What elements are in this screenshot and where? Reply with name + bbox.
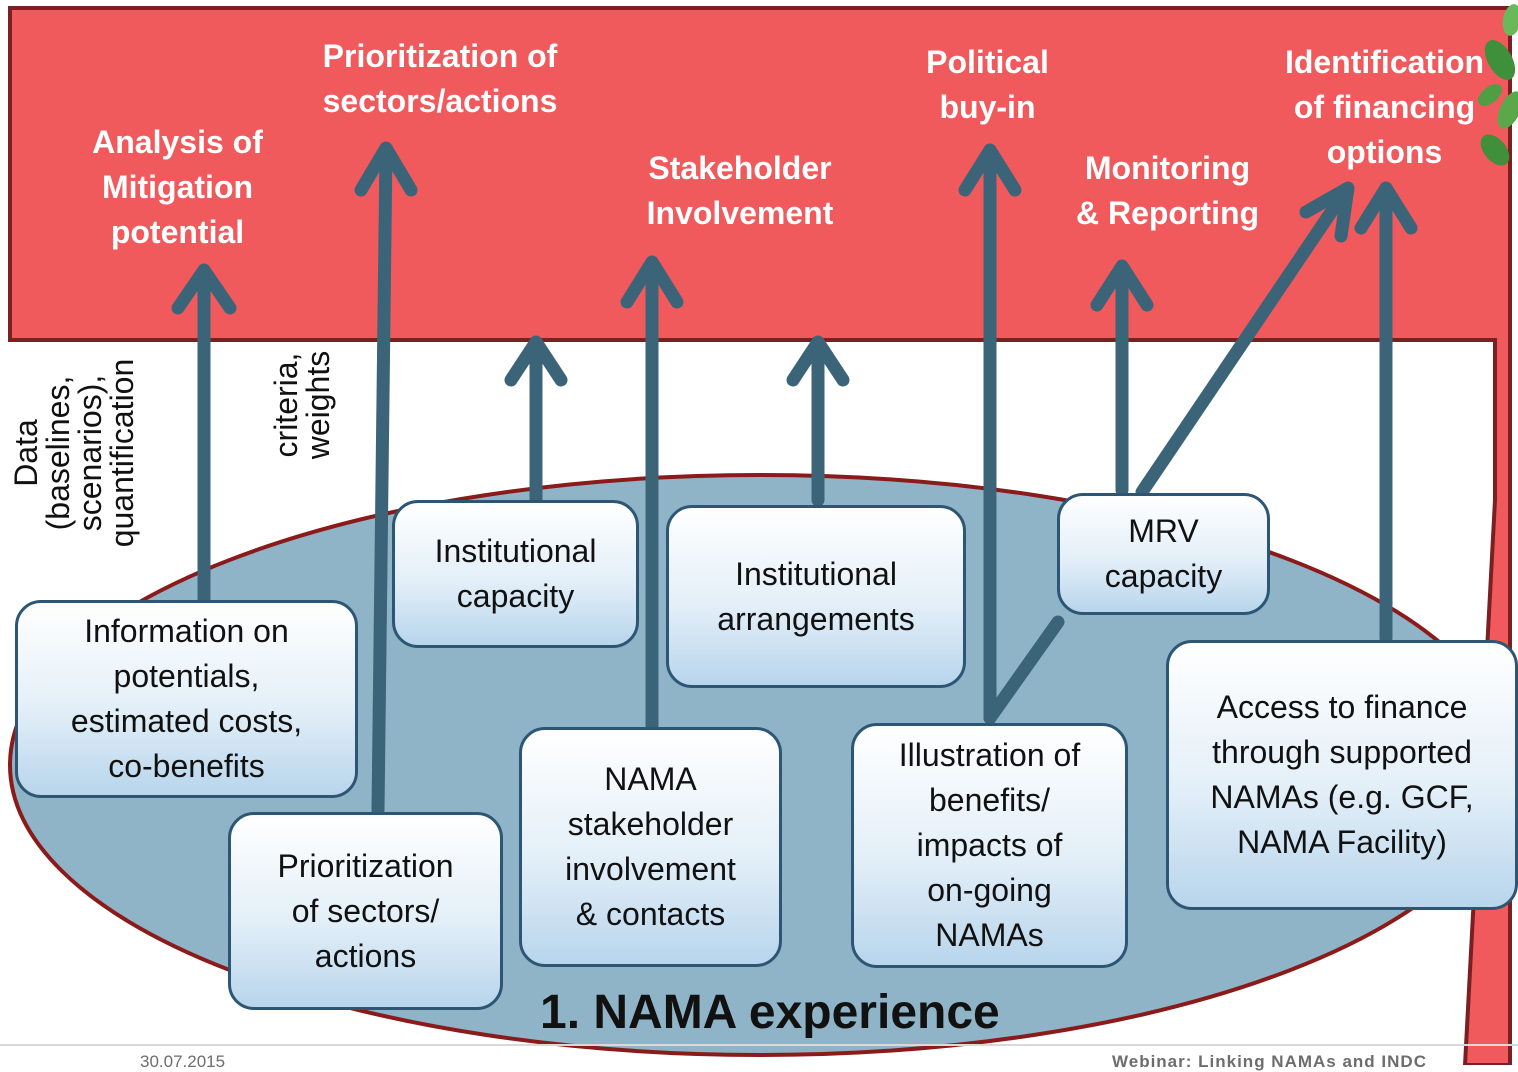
footer-date: 30.07.2015 <box>140 1052 226 1071</box>
arrow-mrv-to-financing <box>1135 181 1355 499</box>
outcome-political-buy-in: Political buy-in <box>926 44 1049 125</box>
box-institutional-arrangements: Institutional arrangements <box>666 505 966 688</box>
arrow-information-to-analysis <box>171 263 237 607</box>
arrow-prioritization-to-prioritization <box>354 141 418 817</box>
box-information-on-potentials: Information on potentials, estimated cos… <box>15 600 358 798</box>
arrow-illustration-to-mrv <box>983 615 1065 725</box>
box-illustration-of-benefits: Illustration of benefits/ impacts of on-… <box>851 723 1128 968</box>
arrow-access-to-financing <box>1354 181 1418 645</box>
outcome-analysis-of-mitigation-potential: Analysis of Mitigation potential <box>92 124 263 250</box>
box-access-to-finance: Access to finance through supported NAMA… <box>1166 640 1518 910</box>
side-label-criteria-weights: criteria, weights <box>268 350 336 460</box>
box-prioritization-of-sectors: Prioritization of sectors/ actions <box>228 812 503 1010</box>
outcome-stakeholder-involvement: Stakeholder Involvement <box>646 150 834 231</box>
arrow-mrv-to-monitoring <box>1090 259 1154 497</box>
arrow-arrangements-up <box>786 335 850 507</box>
nama-experience-title: 1. NAMA experience <box>540 986 1000 1039</box>
side-label-data: Data (baselines, scenarios), quantificat… <box>8 358 140 548</box>
outcome-monitoring-reporting: Monitoring & Reporting <box>1075 150 1260 231</box>
outcome-prioritization-of-sectors-actions: Prioritization of sectors/actions <box>322 38 558 119</box>
arrow-stakeholder-to-involvement <box>620 255 684 732</box>
arrow-illustration-to-political <box>958 143 1022 725</box>
outcome-identification-of-financing-options: Identification of financing options <box>1284 44 1485 170</box>
box-nama-stakeholder-involvement: NAMA stakeholder involvement & contacts <box>519 727 782 967</box>
box-institutional-capacity: Institutional capacity <box>392 500 639 648</box>
box-mrv-capacity: MRV capacity <box>1057 493 1270 615</box>
arrow-institutional-capacity-up <box>504 335 568 507</box>
footer-webinar-title: Webinar: Linking NAMAs and INDC <box>1112 1052 1427 1071</box>
leaf-decoration <box>1478 4 1518 166</box>
